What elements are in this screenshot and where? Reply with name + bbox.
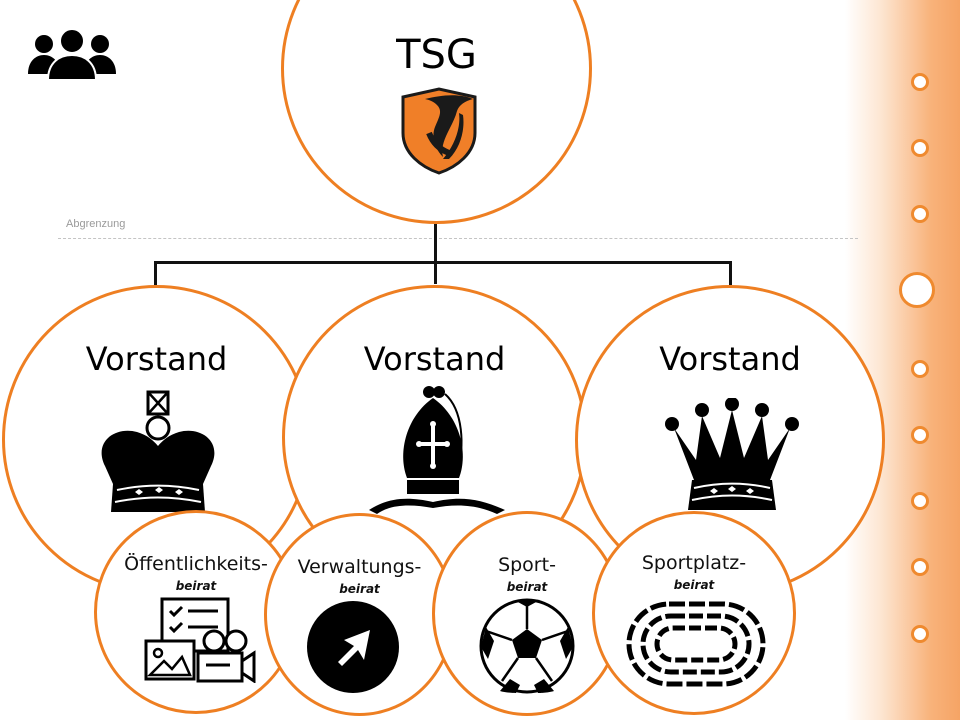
root-title: TSG xyxy=(396,32,477,78)
nav-dot-4-active[interactable] xyxy=(899,272,935,308)
council-caption-2: beirat xyxy=(339,582,380,596)
root-node-tsg[interactable]: TSG xyxy=(281,0,592,224)
public-relations-icon xyxy=(144,597,256,683)
council-title-3: Sport- xyxy=(498,554,556,576)
nav-dot-2[interactable] xyxy=(911,139,929,157)
chess-queen-icon xyxy=(665,398,799,510)
nav-dot-5[interactable] xyxy=(911,360,929,378)
council-caption-4: beirat xyxy=(673,578,715,592)
nav-dot-9[interactable] xyxy=(911,625,929,643)
nav-dot-1[interactable] xyxy=(911,73,929,91)
soccer-ball-icon xyxy=(479,598,575,694)
council-node-sport[interactable]: Sport- beirat xyxy=(432,511,622,716)
boundary-label: Abgrenzung xyxy=(66,218,126,230)
navigation-arrow-icon xyxy=(307,601,399,693)
root-connector xyxy=(434,224,437,284)
nav-dot-7[interactable] xyxy=(911,492,929,510)
council-title-4: Sportplatz- xyxy=(641,552,747,574)
stadium-icon xyxy=(626,601,766,687)
council-node-administration[interactable]: Verwaltungs- beirat xyxy=(264,513,455,716)
users-group-icon xyxy=(28,28,116,80)
board-connector-left xyxy=(154,261,157,285)
nav-dot-6[interactable] xyxy=(911,426,929,444)
tsg-crest-icon xyxy=(401,87,477,175)
nav-dot-3[interactable] xyxy=(911,205,929,223)
board-title-1: Vorstand xyxy=(85,340,228,378)
side-gradient-panel xyxy=(845,0,960,720)
council-title-1: Öffentlichkeits- xyxy=(124,553,268,575)
board-title-3: Vorstand xyxy=(659,340,801,378)
board-title-2: Vorstand xyxy=(363,340,506,378)
council-caption-1: beirat xyxy=(175,579,217,593)
chess-king-icon xyxy=(101,390,215,512)
chess-bishop-icon xyxy=(369,386,505,514)
council-node-sportsground[interactable]: Sportplatz- beirat xyxy=(592,511,796,715)
council-caption-3: beirat xyxy=(506,580,548,594)
board-connector-right xyxy=(729,261,732,285)
council-title-2: Verwaltungs- xyxy=(297,556,422,578)
nav-dot-8[interactable] xyxy=(911,558,929,576)
branch-connector xyxy=(154,261,732,264)
boundary-line xyxy=(58,238,858,239)
